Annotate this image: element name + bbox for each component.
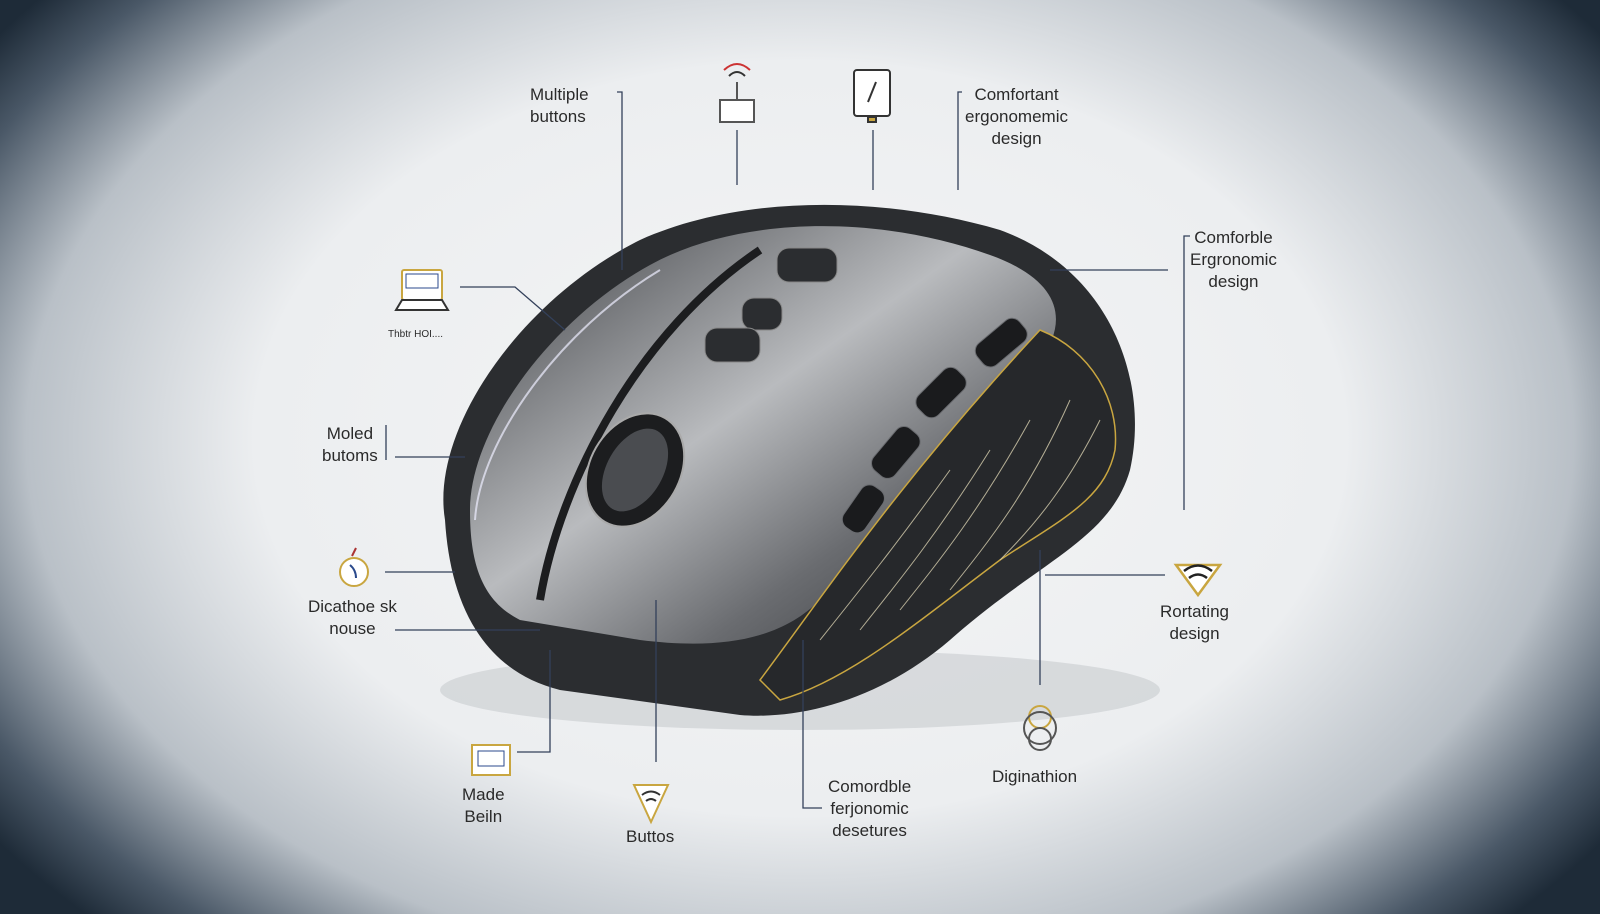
label-line: desetures [832,821,907,840]
apple-icon [339,547,369,587]
top-button-3 [704,327,761,363]
label-line: Multiple [530,85,589,104]
small-laptop-icon [471,744,511,776]
label-line: Comfortant [974,85,1059,104]
laptop-icon [394,269,450,311]
label-line: design [1208,272,1259,291]
label-comordble-desetures: Comordble ferjonomic desetures [828,776,911,842]
side-grip-panel [759,329,1117,701]
label-line: design [991,129,1042,148]
wifi-shield-icon [632,784,670,825]
label-line: Comforble [1194,228,1273,247]
label-line: butoms [322,446,378,465]
label-line: Ergronomic [1190,250,1277,269]
label-line: Dicathoe sk [308,597,397,616]
label-line: buttons [530,107,586,126]
label-comfortant-design: Comfortant ergonomemic design [965,84,1068,150]
label-diginathion: Diginathion [992,767,1078,786]
label-multiple-buttons: Multiple buttons [530,84,589,128]
label-buttos: Buttos [626,827,675,846]
label-moled-butoms: Moled butoms [322,423,378,467]
leader-lines [385,91,1190,809]
label-dicathoe-nouse: Dicathoe sk nouse [308,596,397,640]
top-button-2 [741,297,783,331]
label-line: Comordble [828,777,912,796]
label-line: Moled [326,424,374,443]
monitor-icon [853,69,891,123]
label-laptop-caption: Thbtr HOI.... [388,329,444,340]
label-line: Rortating [1160,602,1229,621]
top-button-1 [776,247,838,283]
label-line: Made [462,785,505,804]
label-line: nouse [329,619,376,638]
label-line: design [1169,624,1220,643]
label-rortating-design: Rortating design [1160,601,1229,645]
label-line: ergonomemic [965,107,1068,126]
label-made-beiln: Made Beiln [462,784,505,828]
label-line: Beiln [464,807,503,826]
knot-icon [1023,705,1057,751]
label-line: ferjonomic [830,799,909,818]
label-comforble-design: Comforble Ergronomic design [1190,227,1277,293]
wifi-icon [1173,563,1223,598]
wifi-lock-icon [719,63,755,123]
mouse-top-shell [470,226,1056,644]
